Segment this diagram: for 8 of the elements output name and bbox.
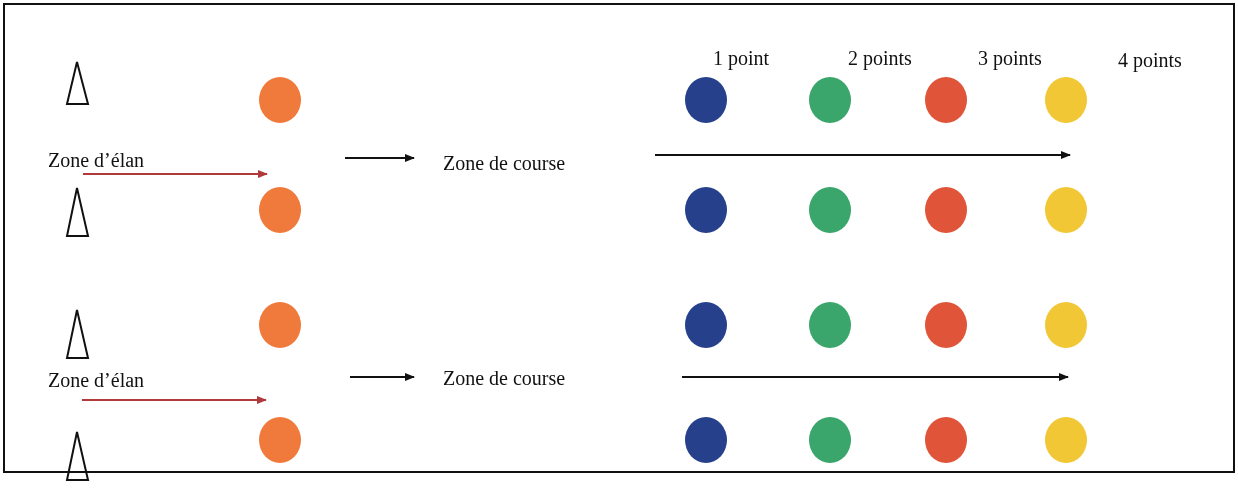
zone-label: Zone d’élan — [48, 150, 145, 170]
zone-label: Zone d’élan — [48, 370, 145, 390]
points-label: 1 point — [713, 48, 770, 68]
points-label: 2 points — [848, 48, 912, 68]
zone-label: Zone de course — [443, 368, 566, 388]
points-label: 4 points — [1118, 50, 1182, 70]
zone-label: Zone de course — [443, 153, 566, 173]
points-label: 3 points — [978, 48, 1042, 68]
